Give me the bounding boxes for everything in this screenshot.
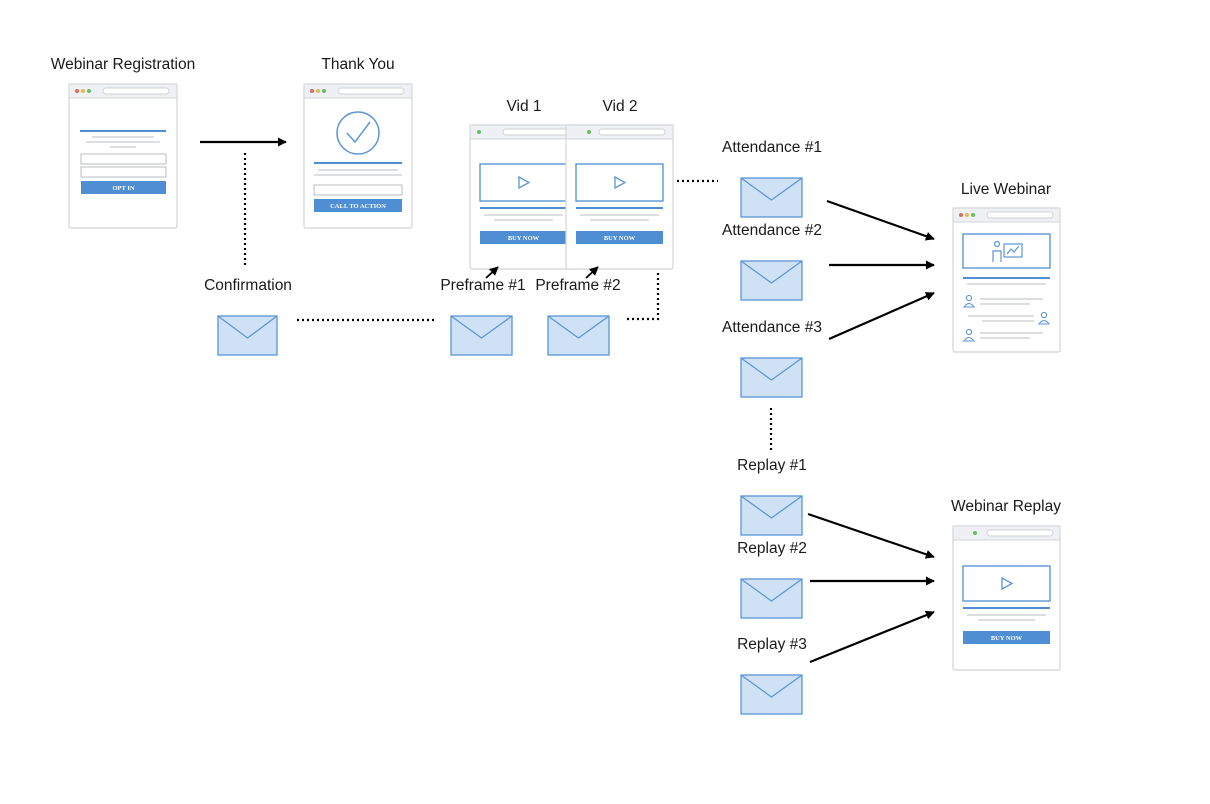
replay3-email-icon	[740, 674, 803, 715]
thank-you-label: Thank You	[321, 56, 394, 73]
replay-buy-now-button: BUY NOW	[991, 635, 1023, 642]
replay1-email-icon	[740, 495, 803, 536]
registration-label: Webinar Registration	[51, 56, 195, 73]
call-to-action-button: CALL TO ACTION	[330, 203, 386, 210]
replay2-email-icon	[740, 578, 803, 619]
presenter-icon	[992, 240, 1023, 262]
preframe2-label: Preframe #2	[535, 277, 620, 294]
attendance1-label: Attendance #1	[722, 139, 822, 156]
registration-page: OPT IN	[68, 83, 178, 229]
attendance2-email-icon	[740, 260, 803, 301]
preframe1-label: Preframe #1	[440, 277, 525, 294]
dotted-preframe2-to-vid2	[627, 270, 660, 321]
thank-you-page: CALL TO ACTION	[303, 83, 413, 229]
attendance3-label: Attendance #3	[722, 319, 822, 336]
webinar-replay-label: Webinar Replay	[951, 498, 1061, 515]
preframe1-email-icon	[450, 315, 513, 356]
arrow-preframe2-to-vid2	[585, 266, 599, 279]
vid2-label: Vid 2	[602, 98, 637, 115]
confirmation-email-icon	[217, 315, 278, 356]
play-icon	[1001, 576, 1014, 591]
attendee-icon	[962, 294, 976, 308]
webinar-replay-page: BUY NOW	[952, 525, 1061, 671]
play-icon	[614, 175, 627, 190]
arrow-replay1-to-replay-page	[807, 512, 935, 559]
attendee-icon	[962, 328, 976, 342]
checkmark-icon	[346, 121, 371, 144]
replay3-label: Replay #3	[737, 636, 807, 653]
live-webinar-page	[952, 207, 1061, 353]
replay2-label: Replay #2	[737, 540, 807, 557]
vid1-label: Vid 1	[506, 98, 541, 115]
arrow-replay3-to-replay-page	[809, 610, 935, 664]
attendee-icon	[1037, 311, 1051, 325]
attendance1-email-icon	[740, 177, 803, 218]
arrow-attendance3-to-live	[828, 291, 935, 341]
attendance2-label: Attendance #2	[722, 222, 822, 239]
opt-in-button: OPT IN	[112, 185, 134, 192]
arrow-attendance1-to-live	[826, 199, 935, 241]
preframe2-email-icon	[547, 315, 610, 356]
vid2-page: BUY NOW	[565, 124, 674, 270]
live-webinar-label: Live Webinar	[961, 181, 1051, 198]
replay1-label: Replay #1	[737, 457, 807, 474]
play-icon	[518, 175, 531, 190]
vid2-buy-now-button: BUY NOW	[604, 235, 636, 242]
arrow-preframe1-to-vid1	[485, 266, 499, 279]
vid1-page: BUY NOW	[469, 124, 578, 270]
vid1-buy-now-button: BUY NOW	[508, 235, 540, 242]
confirmation-label: Confirmation	[204, 277, 292, 294]
attendance3-email-icon	[740, 357, 803, 398]
